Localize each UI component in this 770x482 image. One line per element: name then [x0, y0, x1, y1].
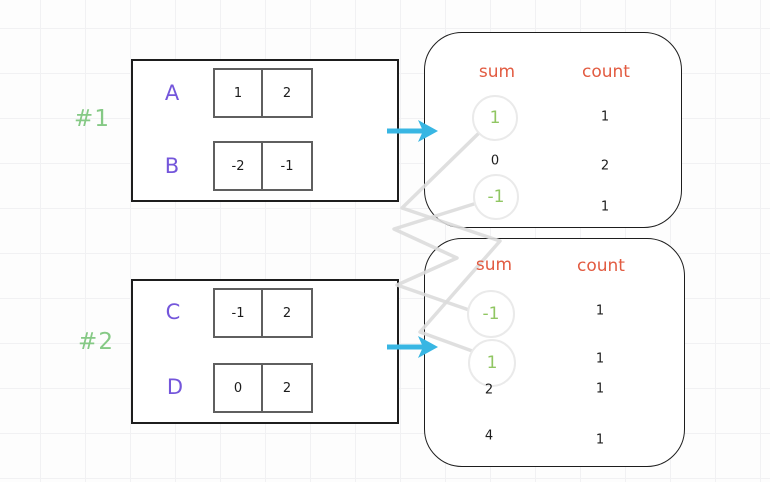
result-table-1[interactable] [424, 32, 682, 228]
count-value: 2 [600, 158, 610, 174]
count-header: count [577, 256, 625, 276]
array-cell[interactable]: 0 [213, 363, 263, 413]
highlighted-sum-circle[interactable]: 1 [468, 339, 516, 387]
sum-value: -1 [482, 304, 500, 324]
count-value: 1 [600, 109, 610, 125]
count-value: 1 [595, 351, 605, 367]
sum-header: sum [475, 255, 513, 275]
highlighted-sum-circle[interactable]: 1 [472, 95, 518, 141]
sum-value: 1 [486, 353, 498, 373]
array-cell[interactable]: 2 [263, 288, 313, 338]
count-value: 1 [595, 381, 605, 397]
array-label-c[interactable]: C [165, 300, 181, 324]
count-value: 1 [600, 199, 610, 215]
sum-value: 4 [484, 428, 494, 444]
array-cell[interactable]: 2 [263, 68, 313, 118]
array-cell[interactable]: -1 [213, 288, 263, 338]
sum-header: sum [478, 62, 516, 82]
array-cell[interactable]: -2 [213, 141, 263, 191]
sum-value: 2 [484, 382, 494, 398]
count-header: count [582, 62, 630, 82]
count-value: 1 [595, 432, 605, 448]
array-cell[interactable]: 1 [213, 68, 263, 118]
array-label-b[interactable]: B [164, 154, 180, 178]
array-c-cells[interactable]: -1 2 [213, 288, 313, 338]
highlighted-sum-circle[interactable]: -1 [467, 290, 515, 338]
array-d-cells[interactable]: 0 2 [213, 363, 313, 413]
group1-label[interactable]: #1 [74, 106, 110, 132]
sum-value: 1 [489, 108, 501, 128]
array-label-a[interactable]: A [164, 81, 180, 105]
sum-value: 0 [490, 153, 500, 169]
count-value: 1 [595, 303, 605, 319]
result-table-2[interactable] [424, 238, 685, 467]
highlighted-sum-circle[interactable]: -1 [473, 174, 519, 220]
array-b-cells[interactable]: -2 -1 [213, 141, 313, 191]
group2-label[interactable]: #2 [78, 329, 114, 355]
array-label-d[interactable]: D [166, 375, 184, 399]
array-cell[interactable]: -1 [263, 141, 313, 191]
array-cell[interactable]: 2 [263, 363, 313, 413]
sum-value: -1 [487, 187, 505, 207]
array-a-cells[interactable]: 1 2 [213, 68, 313, 118]
